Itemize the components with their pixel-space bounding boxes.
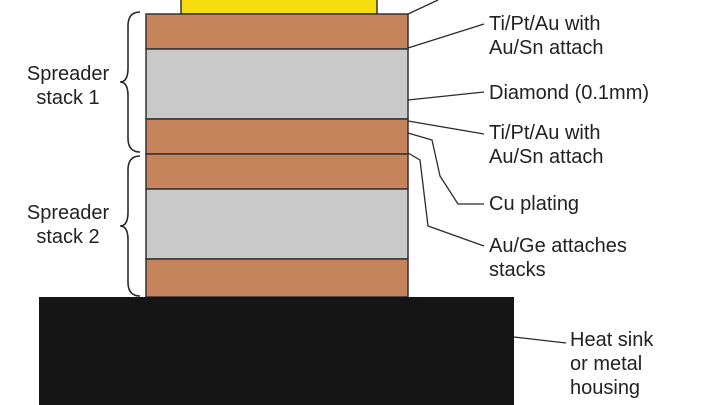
callout-cu-plating: Cu plating bbox=[489, 192, 579, 216]
callout-attach-mid-line1: Ti/Pt/Au with bbox=[489, 122, 601, 144]
callout-diamond: Diamond (0.1mm) bbox=[489, 81, 649, 105]
brace-stack-1 bbox=[119, 11, 141, 153]
leader-attach-top bbox=[407, 23, 485, 49]
callout-heatsink: Heat sink or metal housing bbox=[570, 328, 653, 400]
metal-layer-1 bbox=[145, 13, 409, 50]
callout-attach-top-line1: Ti/Pt/Au with bbox=[489, 13, 601, 35]
leader-auge bbox=[407, 152, 485, 247]
brace-stack-2 bbox=[119, 155, 141, 297]
leader-heatsink bbox=[513, 336, 567, 344]
callout-heatsink-line3: housing bbox=[570, 377, 641, 399]
callout-auge-line1: Au/Ge attaches bbox=[489, 235, 627, 257]
callout-attach-top-line2: Au/Sn attach bbox=[489, 37, 604, 59]
callout-auge: Au/Ge attaches stacks bbox=[489, 234, 627, 282]
callout-diamond-line1: Diamond (0.1mm) bbox=[489, 82, 650, 104]
callout-cu-plating-line1: Cu plating bbox=[489, 193, 580, 215]
metal-layer-3 bbox=[145, 153, 409, 190]
group-label-stack-1: Spreader stack 1 bbox=[14, 62, 122, 110]
diamond-layer-1 bbox=[145, 48, 409, 120]
leader-cu-plating bbox=[407, 132, 484, 205]
callout-attach-mid: Ti/Pt/Au with Au/Sn attach bbox=[489, 121, 604, 169]
callout-auge-line2: stacks bbox=[489, 259, 546, 281]
group-label-stack-1-line1: Spreader bbox=[26, 63, 110, 85]
leader-chip bbox=[407, 0, 439, 15]
callout-heatsink-line1: Heat sink bbox=[570, 329, 654, 351]
group-label-stack-2-line1: Spreader bbox=[26, 202, 110, 224]
diamond-layer-2 bbox=[145, 188, 409, 260]
metal-layer-2 bbox=[145, 118, 409, 155]
heatsink-block bbox=[39, 297, 514, 405]
leader-diamond bbox=[407, 91, 485, 101]
group-label-stack-2: Spreader stack 2 bbox=[14, 201, 122, 249]
metal-layer-4 bbox=[145, 258, 409, 298]
group-label-stack-2-line2: stack 2 bbox=[36, 226, 100, 248]
chip-layer bbox=[180, 0, 378, 15]
callout-attach-mid-line2: Au/Sn attach bbox=[489, 146, 604, 168]
group-label-stack-1-line2: stack 1 bbox=[36, 87, 100, 109]
callout-attach-top: Ti/Pt/Au with Au/Sn attach bbox=[489, 12, 604, 60]
callout-heatsink-line2: or metal bbox=[570, 353, 643, 375]
leader-attach-mid bbox=[407, 120, 485, 135]
